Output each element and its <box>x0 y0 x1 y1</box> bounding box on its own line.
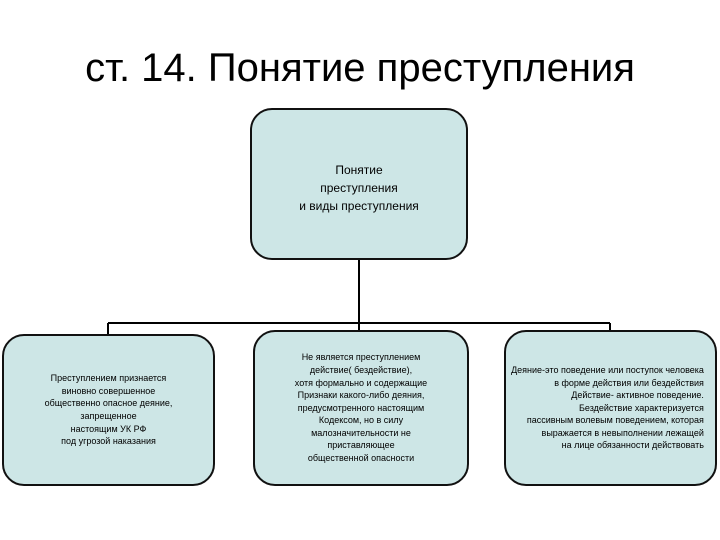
root-node-text: Понятие преступления и виды преступления <box>299 163 419 213</box>
slide-title: ст. 14. Понятие преступления <box>85 46 635 90</box>
exception-node-box: Не является преступлением действие( безд… <box>253 330 469 486</box>
root-node-box: Понятие преступления и виды преступления <box>250 108 468 260</box>
exception-node-text: Не является преступлением действие( безд… <box>294 352 428 464</box>
definition-node-text: Преступлением признается виновно соверше… <box>44 373 173 447</box>
act-node-box: Деяние-это поведение или поступок челове… <box>504 330 717 486</box>
act-node-text: Деяние-это поведение или поступок челове… <box>511 364 704 451</box>
definition-node-box: Преступлением признается виновно соверше… <box>2 334 215 486</box>
